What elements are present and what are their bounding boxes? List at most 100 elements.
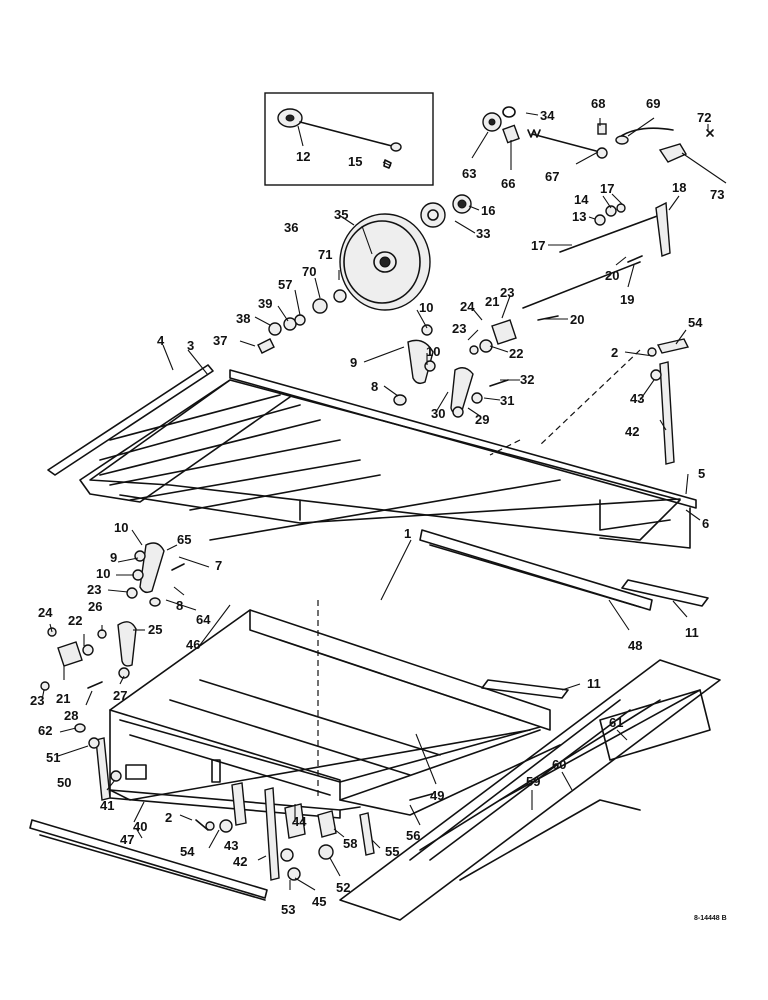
callout-28: 28	[64, 708, 78, 723]
callout-5: 5	[698, 466, 705, 481]
callout-50: 50	[57, 775, 71, 790]
callout-59: 59	[526, 774, 540, 789]
strips	[481, 579, 709, 699]
callout-9: 9	[350, 355, 357, 370]
center-hangers	[195, 782, 433, 881]
side-rail	[419, 529, 653, 611]
callout-13: 13	[572, 209, 586, 224]
callout-22b: 22	[68, 613, 82, 628]
callout-14: 14	[574, 192, 589, 207]
bearings	[420, 194, 472, 228]
callout-1: 1	[404, 526, 411, 541]
reference-code: 8-14448 B	[694, 915, 727, 922]
callout-23b: 23	[452, 321, 466, 336]
callout-38: 38	[236, 311, 250, 326]
callout-8b: 8	[176, 598, 183, 613]
callout-41: 41	[100, 798, 114, 813]
callout-10c: 10	[114, 520, 128, 535]
callouts: 1 2 2 3 4 5 6 7 8 8 9 9 10 10 10 10 11 1…	[30, 96, 727, 922]
centerline-2	[489, 439, 521, 456]
callout-9b: 9	[110, 550, 117, 565]
callout-60: 60	[552, 757, 566, 772]
callout-33: 33	[476, 226, 490, 241]
callout-51: 51	[46, 750, 60, 765]
callout-52: 52	[336, 880, 350, 895]
left-hangers	[74, 723, 122, 801]
callout-21a: 21	[485, 294, 499, 309]
callout-21b: 21	[56, 691, 70, 706]
bottom-rail	[29, 819, 268, 901]
centerline-3	[539, 349, 641, 446]
callout-22a: 22	[509, 346, 523, 361]
callout-10d: 10	[96, 566, 110, 581]
callout-69: 69	[646, 96, 660, 111]
callout-32: 32	[520, 372, 534, 387]
callout-49: 49	[430, 788, 444, 803]
callout-10b: 10	[426, 344, 440, 359]
callout-63: 63	[462, 166, 476, 181]
shaft-assembly	[482, 106, 608, 159]
upper-arm	[393, 324, 436, 406]
callout-66: 66	[501, 176, 515, 191]
callout-16: 16	[481, 203, 495, 218]
callout-43a: 43	[630, 391, 644, 406]
bracket-parts	[450, 319, 517, 418]
callout-42a: 42	[625, 424, 639, 439]
callout-11b: 11	[587, 676, 601, 691]
callout-31: 31	[500, 393, 514, 408]
callout-71: 71	[318, 247, 332, 262]
callout-19: 19	[620, 292, 634, 307]
callout-62: 62	[38, 723, 52, 738]
callout-18: 18	[672, 180, 686, 195]
callout-70: 70	[302, 264, 316, 279]
callout-54b: 54	[180, 844, 195, 859]
rod-assembly	[522, 201, 671, 321]
callout-24a: 24	[460, 299, 475, 314]
hardware-stack	[257, 289, 347, 354]
callout-39: 39	[258, 296, 272, 311]
callout-23c: 23	[87, 582, 101, 597]
lower-shoe	[109, 609, 561, 819]
lower-sieve	[339, 659, 721, 921]
upper-chaffer	[47, 364, 697, 549]
callout-72: 72	[697, 110, 711, 125]
callout-37: 37	[213, 333, 227, 348]
callout-20a: 20	[605, 268, 619, 283]
callout-56: 56	[406, 828, 420, 843]
callout-25: 25	[148, 622, 162, 637]
callout-44: 44	[292, 814, 307, 829]
callout-58: 58	[343, 836, 357, 851]
callout-12: 12	[296, 149, 310, 164]
callout-46: 46	[186, 637, 200, 652]
callout-10a: 10	[419, 300, 433, 315]
callout-45: 45	[312, 894, 326, 909]
callout-17b: 17	[531, 238, 545, 253]
callout-30: 30	[431, 406, 445, 421]
callout-64: 64	[196, 612, 211, 627]
callout-65: 65	[177, 532, 191, 547]
inset-box	[264, 92, 434, 186]
callout-53: 53	[281, 902, 295, 917]
callout-73: 73	[710, 187, 724, 202]
callout-42b: 42	[233, 854, 247, 869]
callout-57: 57	[278, 277, 292, 292]
callout-8: 8	[371, 379, 378, 394]
callout-48: 48	[628, 638, 642, 653]
leader-lines	[41, 112, 727, 891]
callout-23d: 23	[30, 693, 44, 708]
callout-55: 55	[385, 844, 399, 859]
callout-2: 2	[611, 345, 618, 360]
callout-26: 26	[88, 599, 102, 614]
callout-6: 6	[702, 516, 709, 531]
callout-20b: 20	[570, 312, 584, 327]
callout-40: 40	[133, 819, 147, 834]
callout-35: 35	[334, 207, 348, 222]
callout-29: 29	[475, 412, 489, 427]
callout-27: 27	[113, 688, 127, 703]
callout-67: 67	[545, 169, 559, 184]
callout-23a: 23	[500, 285, 514, 300]
callout-43b: 43	[224, 838, 238, 853]
callout-68: 68	[591, 96, 605, 111]
linkage-parts	[615, 127, 714, 163]
callout-4: 4	[157, 333, 165, 348]
